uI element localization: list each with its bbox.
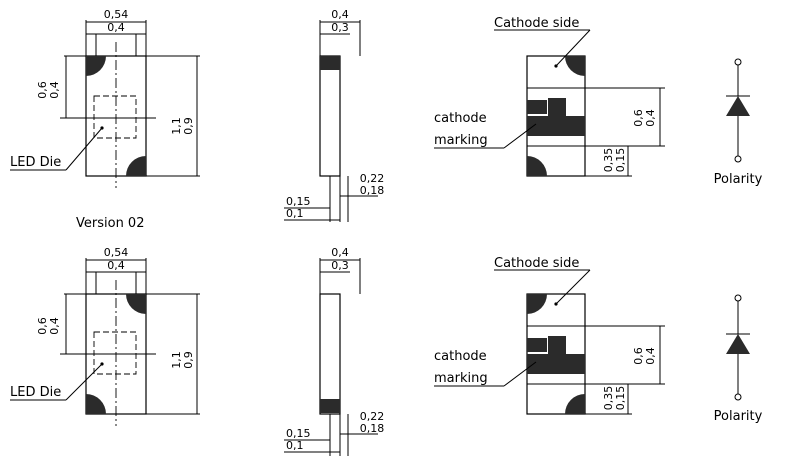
- diode-triangle: [726, 334, 750, 354]
- version-2-views: 0,54 0,4 1,1 0,9 0,6 0,4 LED Die 0,4: [10, 246, 763, 456]
- cathode-marking-label-1: cathode: [434, 349, 487, 364]
- leader-line: [503, 123, 537, 149]
- anode-terminal: [734, 58, 742, 66]
- dim-label: 0,15: [614, 386, 627, 411]
- leader-line: [555, 29, 591, 67]
- pad-corner: [527, 294, 547, 314]
- side-view-v1: 0,4 0,3 0,15 0,1 0,22 0,18: [284, 8, 384, 222]
- diode-triangle: [726, 96, 750, 116]
- marking-block: [548, 98, 566, 116]
- pad-corner: [86, 394, 106, 414]
- pad-corner: [565, 56, 585, 76]
- dim-label: 0,15: [614, 148, 627, 173]
- dim-label: 0,54: [104, 246, 129, 259]
- polarity-diode-v1: Polarity: [714, 58, 763, 187]
- side-view-v2: 0,4 0,3 0,15 0,1 0,22 0,18: [284, 246, 384, 456]
- dim-label: 0,15: [286, 195, 311, 208]
- led-die-label: LED Die: [10, 155, 61, 170]
- cathode-marking-band: [527, 116, 585, 136]
- leader-line: [503, 361, 537, 387]
- dim-label: 0,4: [107, 259, 125, 272]
- dim-label: 0,1: [286, 439, 304, 452]
- dim-label: 0,4: [107, 21, 125, 34]
- dim-label: 1,1: [170, 351, 183, 369]
- dim-label: 0,3: [331, 21, 349, 34]
- led-die-outline: [93, 331, 137, 375]
- leader-line: [65, 127, 103, 171]
- dim-label: 0,18: [360, 422, 385, 435]
- dim-label: 0,4: [644, 109, 657, 127]
- marking-block: [548, 336, 566, 354]
- dim-label: 0,4: [644, 347, 657, 365]
- led-die-outline: [93, 95, 137, 139]
- marking-block: [527, 338, 547, 352]
- dim-label: 0,54: [104, 8, 129, 21]
- cathode-terminal: [734, 155, 742, 163]
- dim-label: 0,22: [360, 172, 385, 185]
- dim-label: 0,6: [36, 317, 49, 335]
- dim-label: 0,4: [331, 246, 349, 259]
- cathode-side-label: Cathode side: [494, 16, 579, 31]
- dim-label: 0,18: [360, 184, 385, 197]
- dim-label: 0,4: [48, 81, 61, 99]
- polarity-diode-v2: Polarity: [714, 294, 763, 424]
- bottom-view-v2: 0,6 0,4 0,35 0,15 Cathode side cathode m…: [434, 256, 665, 415]
- leader-dot: [100, 362, 104, 366]
- top-view-v2: 0,54 0,4 1,1 0,9 0,6 0,4 LED Die: [10, 246, 200, 426]
- pad-corner: [126, 156, 146, 176]
- dim-label: 0,9: [182, 117, 195, 135]
- cathode-marking-band: [527, 354, 585, 374]
- led-die-label: LED Die: [10, 385, 61, 400]
- cathode-marking-label-2: marking: [434, 133, 488, 148]
- anode-terminal: [734, 294, 742, 302]
- dim-label: 0,6: [36, 81, 49, 99]
- dim-label: 0,4: [331, 8, 349, 21]
- polarity-label: Polarity: [714, 409, 763, 424]
- top-view-v1: 0,54 0,4 1,1 0,9 0,6 0,4 LED Die: [10, 8, 200, 188]
- leader-dot: [554, 302, 558, 306]
- cathode-marking-label-2: marking: [434, 371, 488, 386]
- dim-label: 0,22: [360, 410, 385, 423]
- side-outline: [319, 55, 341, 177]
- dim-label: 0,4: [48, 317, 61, 335]
- dim-label: 0,6: [632, 347, 645, 365]
- cathode-marking-label-1: cathode: [434, 111, 487, 126]
- dim-label: 0,35: [602, 148, 615, 173]
- cathode-side-label: Cathode side: [494, 256, 579, 271]
- dim-label: 1,1: [170, 117, 183, 135]
- pad-corner: [565, 394, 585, 414]
- dim-label: 0,3: [331, 259, 349, 272]
- version-label: Version 02: [76, 216, 144, 231]
- side-outline: [319, 293, 341, 415]
- pad-corner: [86, 56, 106, 76]
- version-1-views: 0,54 0,4 1,1 0,9 0,6 0,4 LED Die: [10, 8, 763, 222]
- side-pad: [320, 399, 340, 413]
- leader-dot: [554, 64, 558, 68]
- dim-label: 0,9: [182, 351, 195, 369]
- polarity-label: Polarity: [714, 172, 763, 187]
- leader-dot: [100, 126, 104, 130]
- dim-label: 0,15: [286, 427, 311, 440]
- marking-block: [527, 100, 547, 114]
- leader-line: [555, 269, 591, 305]
- cathode-terminal: [734, 393, 742, 401]
- leader-line: [65, 363, 103, 401]
- dim-label: 0,6: [632, 109, 645, 127]
- dim-label: 0,1: [286, 207, 304, 220]
- pad-corner: [126, 294, 146, 314]
- dim-label: 0,35: [602, 386, 615, 411]
- bottom-view-v1: 0,6 0,4 0,35 0,15 Cathode side cathode m…: [434, 16, 665, 177]
- side-pad: [320, 56, 340, 70]
- pad-corner: [527, 156, 547, 176]
